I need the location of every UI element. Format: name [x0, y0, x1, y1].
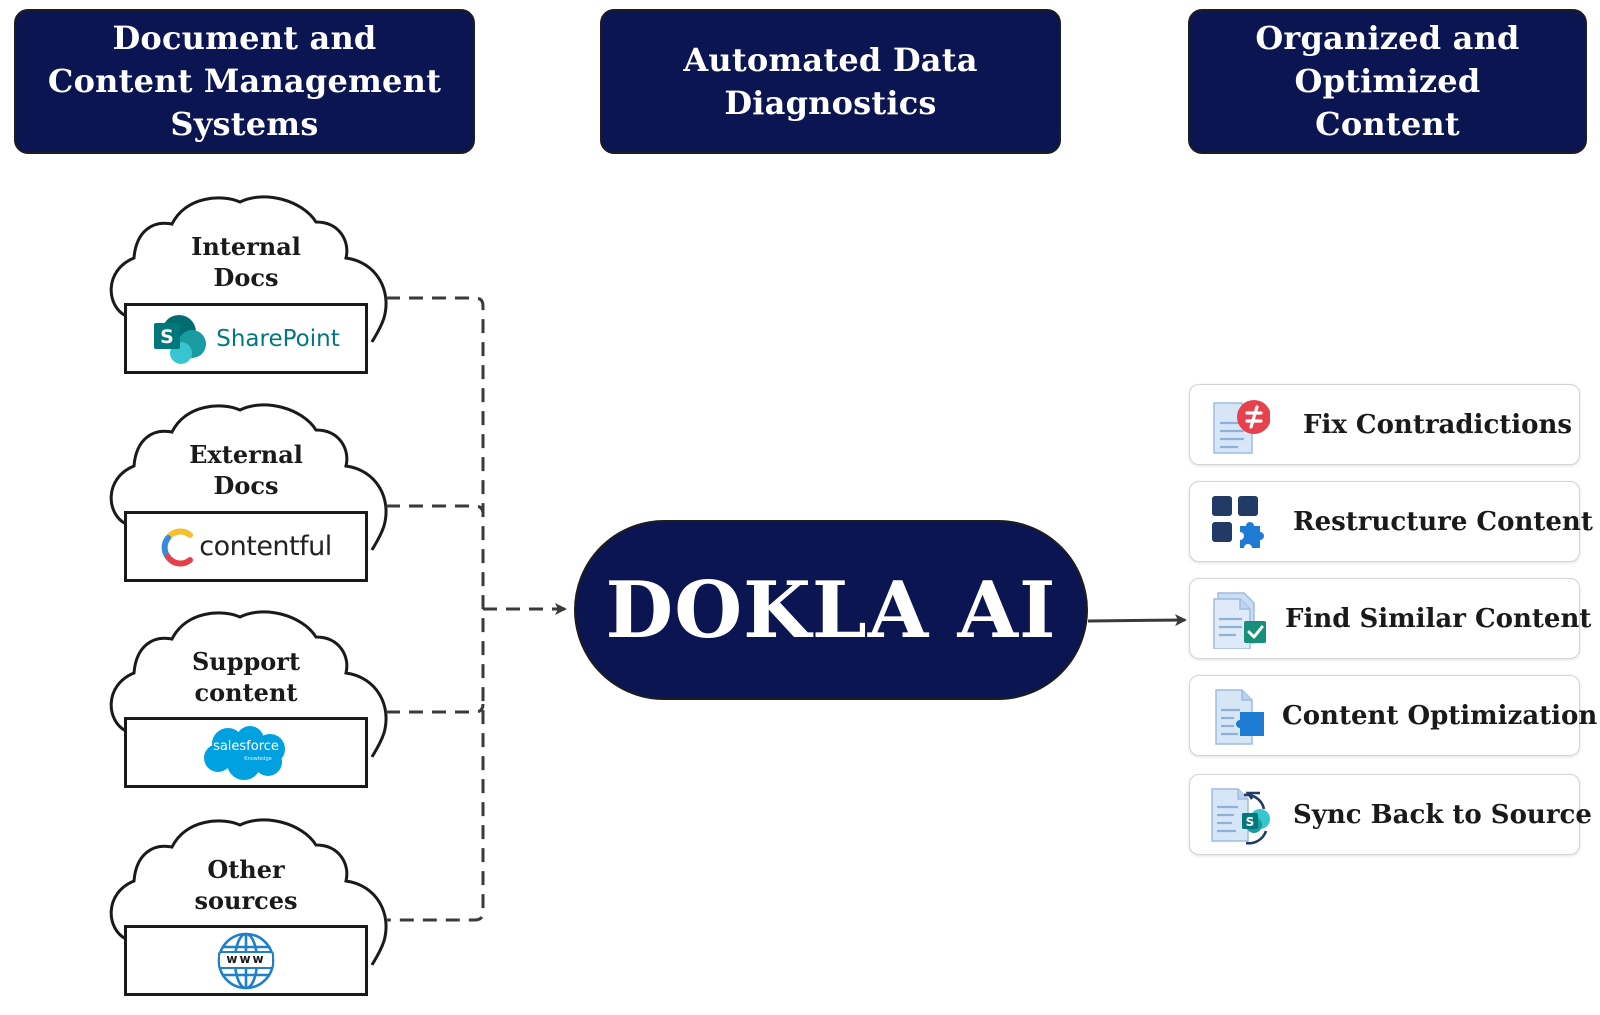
salesforce-logo-text: salesforce — [213, 738, 279, 754]
blocks-puzzle-icon — [1212, 496, 1264, 548]
source-label-support: Support content — [191, 647, 301, 707]
salesforce-logo: salesforce Knowledge — [198, 722, 294, 784]
document-sync-icon: S — [1211, 788, 1270, 845]
svg-text:S: S — [1246, 815, 1255, 829]
header-diagnostics: Automated Data Diagnostics — [600, 9, 1061, 154]
source-label-internal: Internal Docs — [191, 232, 301, 292]
action-sync-back-to-source: S Sync Back to Source — [1189, 774, 1592, 855]
action-restructure-content: Restructure Content — [1189, 481, 1593, 562]
action-find-similar-content: Find Similar Content — [1189, 578, 1591, 659]
document-not-equal-icon — [1213, 400, 1270, 454]
header-output-text: Organized and Optimized Content — [1255, 19, 1520, 143]
hub-output-arrow — [1087, 614, 1187, 627]
contentful-logo-text: contentful — [199, 531, 332, 562]
source-label-external: External Docs — [189, 440, 303, 500]
sharepoint-logo-box: S SharePoint — [124, 303, 368, 374]
globe-www-icon: www — [214, 931, 278, 991]
header-sources-text: Document and Content Management Systems — [47, 19, 442, 143]
action-content-optimization: Content Optimization — [1189, 675, 1597, 756]
header-output: Organized and Optimized Content — [1188, 9, 1587, 154]
header-diagnostics-text: Automated Data Diagnostics — [683, 40, 978, 122]
action-label: Fix Contradictions — [1303, 409, 1573, 440]
sharepoint-logo-text: SharePoint — [216, 325, 340, 352]
contentful-logo — [161, 528, 194, 566]
action-fix-contradictions: Fix Contradictions — [1189, 384, 1580, 465]
action-label: Content Optimization — [1282, 700, 1598, 731]
document-puzzle-icon — [1215, 689, 1264, 745]
header-sources: Document and Content Management Systems — [14, 9, 475, 154]
www-text: www — [226, 951, 266, 966]
source-label-other: Other sources — [194, 855, 298, 915]
contentful-logo-box: contentful — [124, 511, 368, 582]
svg-text:S: S — [160, 326, 174, 348]
salesforce-logo-box: salesforce Knowledge — [124, 717, 368, 788]
action-label: Restructure Content — [1293, 506, 1593, 537]
source-connectors — [386, 296, 567, 922]
documents-check-icon — [1213, 592, 1266, 649]
dokla-ai-hub: DOKLA AI — [574, 520, 1088, 700]
hub-label: DOKLA AI — [605, 564, 1057, 656]
action-label: Find Similar Content — [1285, 603, 1592, 634]
salesforce-logo-subtext: Knowledge — [244, 755, 272, 762]
other-sources-logo-box: www — [124, 925, 368, 996]
sharepoint-logo: S — [154, 314, 207, 364]
action-label: Sync Back to Source — [1293, 799, 1592, 830]
